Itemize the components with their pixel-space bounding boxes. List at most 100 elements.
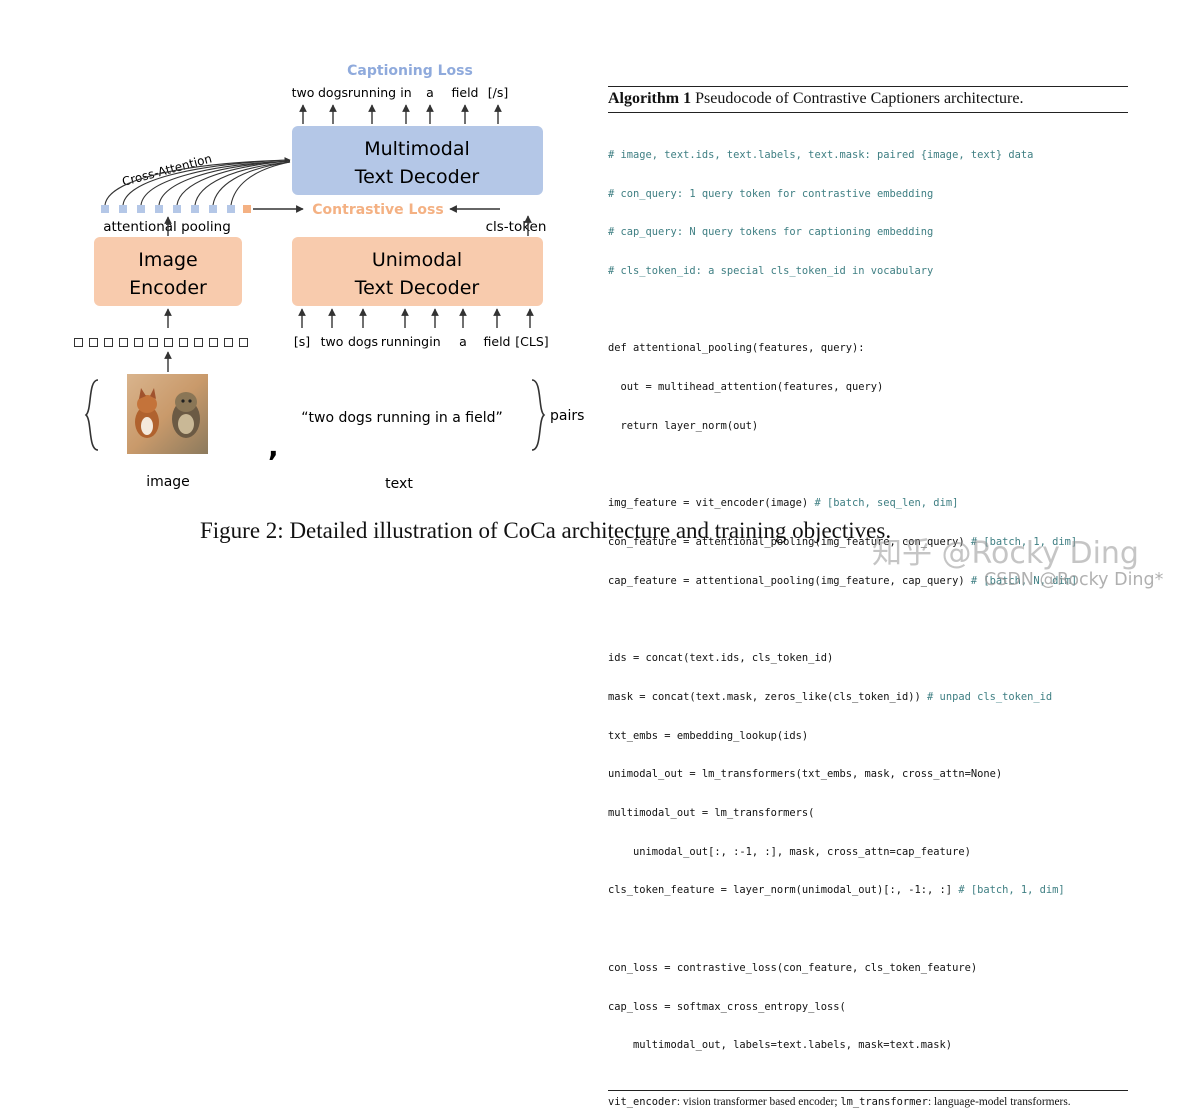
csdn-watermark: CSDN @Rocky Ding* bbox=[984, 570, 1164, 590]
output-token: running bbox=[348, 85, 396, 100]
cross-attention-label: Cross-Attention bbox=[121, 151, 214, 188]
output-arrows bbox=[299, 104, 502, 124]
code-line: # con_query: 1 query token for contrasti… bbox=[608, 188, 1128, 201]
code-comment: # [batch, seq_len, dim] bbox=[814, 497, 959, 510]
code-line: unimodal_out = lm_transformers(txt_embs,… bbox=[608, 768, 1128, 781]
code-line: # cap_query: N query tokens for captioni… bbox=[608, 226, 1128, 239]
algorithm-title-label: Algorithm 1 bbox=[608, 90, 692, 107]
input-token: [s] bbox=[294, 334, 310, 349]
code-text: multimodal_out = lm_transformers( bbox=[608, 806, 815, 819]
code-line: out = multihead_attention(features, quer… bbox=[608, 381, 1128, 394]
code-text: cap_feature = attentional_pooling(img_fe… bbox=[608, 574, 971, 587]
input-arrows bbox=[164, 308, 534, 372]
code-line: img_feature = vit_encoder(image) # [batc… bbox=[608, 497, 1128, 510]
unimodal-decoder-line2: Text Decoder bbox=[354, 277, 480, 299]
code-line: cap_loss = softmax_cross_entropy_loss( bbox=[608, 1001, 1128, 1014]
zhihu-watermark: 知乎 @Rocky Ding bbox=[872, 536, 1139, 571]
input-token: two bbox=[321, 334, 344, 349]
code-text: return layer_norm(out) bbox=[608, 419, 759, 432]
algorithm-block: Algorithm 1 Pseudocode of Contrastive Ca… bbox=[608, 86, 1128, 1108]
code-text: txt_embs = embedding_lookup(ids) bbox=[608, 729, 809, 742]
attentional-pooling-tokens bbox=[101, 205, 251, 213]
code-text: unimodal_out = lm_transformers(txt_embs,… bbox=[608, 768, 1003, 781]
cls-token-label: cls-token bbox=[486, 219, 547, 235]
code-text: cls_token_feature = layer_norm(unimodal_… bbox=[608, 884, 959, 897]
code-text: cap_loss = softmax_cross_entropy_loss( bbox=[608, 1000, 846, 1013]
code-line: unimodal_out[:, :-1, :], mask, cross_att… bbox=[608, 846, 1128, 859]
code-comment: # [batch, 1, dim] bbox=[958, 884, 1065, 897]
algorithm-footnote: vit_encoder: vision transformer based en… bbox=[608, 1090, 1128, 1108]
captioning-loss-label: Captioning Loss bbox=[347, 63, 473, 79]
comma-separator: , bbox=[268, 430, 279, 463]
image-label: image bbox=[146, 474, 190, 490]
code-line: def attentional_pooling(features, query)… bbox=[608, 342, 1128, 355]
dogs-image bbox=[127, 374, 208, 454]
output-token: two bbox=[292, 85, 315, 100]
multimodal-decoder-line2: Text Decoder bbox=[354, 166, 480, 188]
code-text: def attentional_pooling(features, query)… bbox=[608, 342, 865, 355]
text-label: text bbox=[385, 476, 413, 492]
code-line: multimodal_out, labels=text.labels, mask… bbox=[608, 1039, 1128, 1052]
code-line: return layer_norm(out) bbox=[608, 420, 1128, 433]
code-text: con_feature = attentional_pooling(img_fe… bbox=[608, 535, 971, 548]
pseudocode: # image, text.ids, text.labels, text.mas… bbox=[608, 123, 1128, 1078]
code-line: con_feature = attentional_pooling(img_fe… bbox=[608, 536, 1128, 549]
code-line: multimodal_out = lm_transformers( bbox=[608, 807, 1128, 820]
multimodal-decoder-line1: Multimodal bbox=[364, 138, 470, 160]
code-comment: # image, text.ids, text.labels, text.mas… bbox=[608, 148, 1034, 161]
code-line bbox=[608, 459, 1128, 472]
code-line bbox=[608, 923, 1128, 936]
code-line bbox=[608, 304, 1128, 317]
input-token: in bbox=[429, 334, 440, 349]
code-line: ids = concat(text.ids, cls_token_id) bbox=[608, 652, 1128, 665]
algorithm-title-text: Pseudocode of Contrastive Captioners arc… bbox=[691, 90, 1024, 107]
output-token: dogs bbox=[318, 85, 348, 100]
footnote-term: vit_encoder bbox=[608, 1096, 677, 1108]
text-input-example: “two dogs running in a field” bbox=[301, 410, 502, 426]
input-token: field bbox=[484, 334, 511, 349]
code-line: cls_token_feature = layer_norm(unimodal_… bbox=[608, 884, 1128, 897]
code-line bbox=[608, 613, 1128, 626]
code-text: unimodal_out[:, :-1, :], mask, cross_att… bbox=[608, 845, 971, 858]
unimodal-decoder-line1: Unimodal bbox=[372, 249, 462, 271]
code-comment: # cls_token_id: a special cls_token_id i… bbox=[608, 264, 934, 277]
code-line: txt_embs = embedding_lookup(ids) bbox=[608, 730, 1128, 743]
multimodal-text-decoder: Multimodal Text Decoder bbox=[292, 126, 543, 195]
image-encoder-line1: Image bbox=[138, 249, 198, 271]
image-encoder: Image Encoder bbox=[94, 237, 242, 306]
code-text: img_feature = vit_encoder(image) bbox=[608, 497, 815, 510]
code-text: ids = concat(text.ids, cls_token_id) bbox=[608, 652, 834, 665]
output-tokens: two dogs running in a field [/s] bbox=[292, 85, 509, 100]
input-token: running bbox=[381, 334, 429, 349]
unimodal-text-decoder: Unimodal Text Decoder bbox=[292, 237, 543, 306]
left-brace bbox=[84, 379, 99, 451]
code-line: con_loss = contrastive_loss(con_feature,… bbox=[608, 962, 1128, 975]
figure-caption: Figure 2: Detailed illustration of CoCa … bbox=[200, 518, 892, 543]
image-patch-tokens bbox=[74, 338, 248, 347]
code-text: mask = concat(text.mask, zeros_like(cls_… bbox=[608, 690, 928, 703]
code-comment: # con_query: 1 query token for contrasti… bbox=[608, 187, 934, 200]
code-comment: # [batch, N, dim] bbox=[970, 574, 1078, 587]
input-tokens: [s] two dogs running in a field [CLS] bbox=[294, 334, 549, 349]
code-text: out = multihead_attention(features, quer… bbox=[608, 381, 884, 394]
image-encoder-line2: Encoder bbox=[129, 277, 207, 299]
pairs-label: pairs bbox=[550, 408, 584, 424]
output-token: in bbox=[400, 85, 411, 100]
code-line: # cls_token_id: a special cls_token_id i… bbox=[608, 265, 1128, 278]
coca-diagram: Captioning Loss two dogs running in a fi… bbox=[74, 63, 584, 492]
input-token: dogs bbox=[348, 334, 378, 349]
footnote-desc: : language-model transformers. bbox=[927, 1096, 1071, 1108]
contrastive-loss-label: Contrastive Loss bbox=[312, 202, 443, 218]
code-line: cap_feature = attentional_pooling(img_fe… bbox=[608, 575, 1128, 588]
footnote-term: lm_transformer bbox=[840, 1096, 928, 1108]
input-token: [CLS] bbox=[515, 334, 548, 349]
code-comment: # [batch, 1, dim] bbox=[970, 535, 1078, 548]
code-line: # image, text.ids, text.labels, text.mas… bbox=[608, 149, 1128, 162]
algorithm-title: Algorithm 1 Pseudocode of Contrastive Ca… bbox=[608, 87, 1128, 113]
input-token: a bbox=[459, 334, 467, 349]
output-token: [/s] bbox=[488, 85, 508, 100]
footnote-desc: : vision transformer based encoder; bbox=[676, 1096, 841, 1108]
code-comment: # unpad cls_token_id bbox=[927, 690, 1053, 703]
code-comment: # cap_query: N query tokens for captioni… bbox=[608, 226, 934, 239]
output-token: a bbox=[426, 85, 434, 100]
